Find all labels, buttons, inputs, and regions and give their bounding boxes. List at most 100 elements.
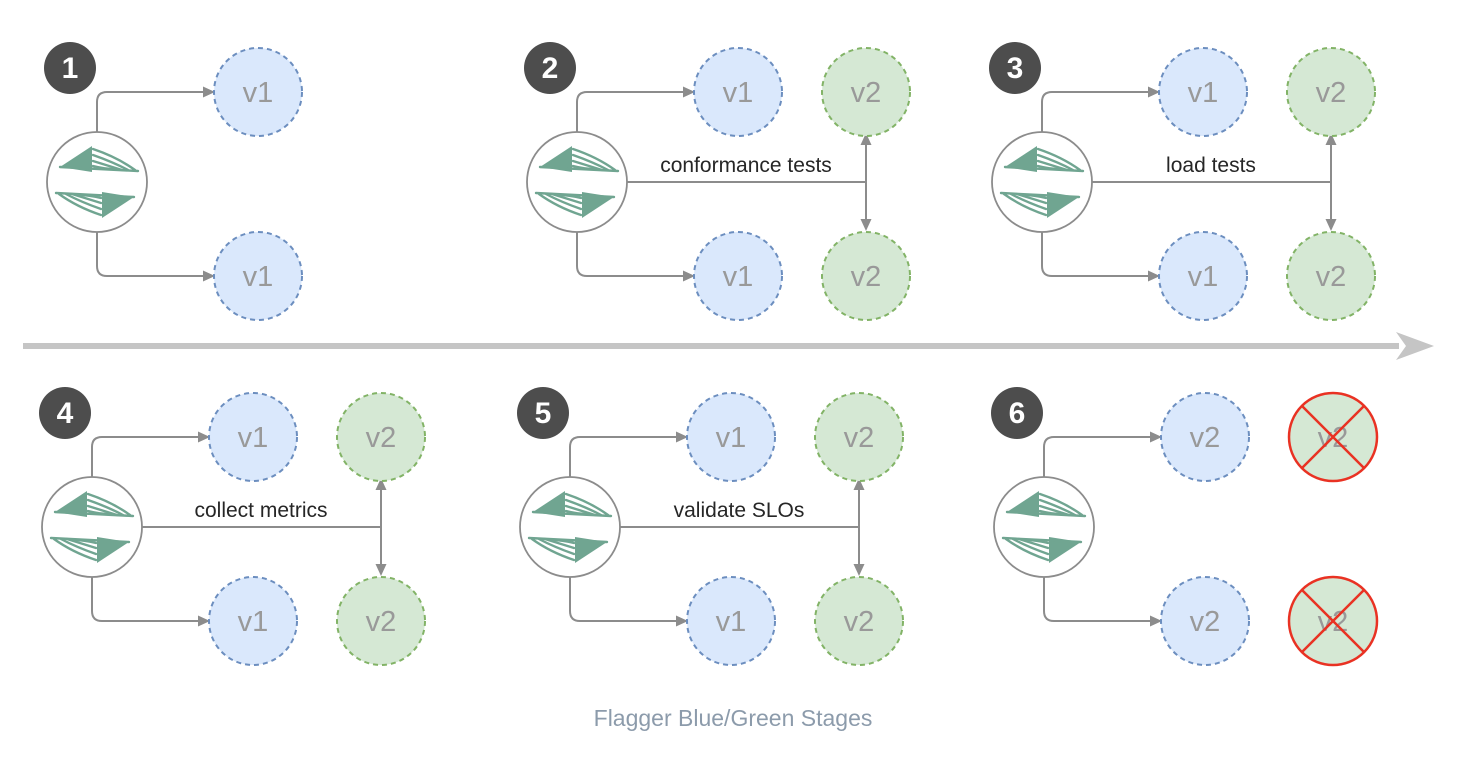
stage-number: 6 [1009,397,1026,430]
node-label: v2 [1190,606,1221,638]
arrowhead-icon [1148,270,1160,282]
node-secondary-bottom: v2 [814,576,904,666]
action-label: collect metrics [194,499,327,522]
test-traffic-arrow [142,478,387,576]
stage-6-panel: 6 v2 v2 v2 v2 [991,387,1379,667]
action-label: conformance tests [660,154,832,177]
arrowhead-icon [1150,615,1162,627]
arrowhead-icon [203,86,215,98]
arrow-to-top-primary [96,91,204,132]
node-label: v1 [238,606,269,638]
arrowhead-icon [676,431,688,443]
flagger-logo-icon [47,132,147,232]
arrow-to-bottom-primary [96,232,204,277]
node-primary-bottom: v1 [208,576,298,666]
flagger-logo-icon [992,132,1092,232]
flagger-logo-icon [42,477,142,577]
arrowhead-icon [1150,431,1162,443]
flagger-logo-icon [994,477,1094,577]
stage-number-badge: 3 [989,42,1041,94]
stage-4-panel: collect metrics 4 v1 v1 v2 v2 [39,387,426,666]
node-secondary-top: v2 [814,392,904,482]
arrow-to-bottom-primary [1043,577,1151,622]
node-secondary-top: v2 [336,392,426,482]
test-traffic-arrow [1092,133,1337,231]
stage-number-badge: 6 [991,387,1043,439]
node-primary-top: v1 [208,392,298,482]
node-label: v2 [851,261,882,293]
node-secondary-bottom: v2 [821,231,911,321]
arrow-to-bottom-primary [1041,232,1149,277]
arrow-to-top-primary [569,436,677,477]
stage-number-badge: 4 [39,387,91,439]
arrow-to-top-primary [1041,91,1149,132]
node-secondary-top-terminated: v2 [1287,391,1379,483]
arrow-to-top-primary [576,91,684,132]
node-primary-bottom: v1 [693,231,783,321]
flagger-logo-icon [527,132,627,232]
node-label: v1 [1188,77,1219,109]
arrowhead-icon [1148,86,1160,98]
arrow-to-bottom-primary [91,577,199,622]
stage-3-panel: load tests 3 v1 v1 v2 v2 [989,42,1376,321]
stage-number: 3 [1007,52,1024,85]
stage-number: 2 [542,52,559,85]
arrow-to-top-primary [91,436,199,477]
arrow-to-bottom-primary [569,577,677,622]
node-label: v2 [1190,422,1221,454]
stage-5-panel: validate SLOs 5 v1 v1 v2 v2 [517,387,904,666]
node-primary-top: v2 [1160,392,1250,482]
node-secondary-top: v2 [1286,47,1376,137]
node-secondary-bottom: v2 [1286,231,1376,321]
stage-number-badge: 5 [517,387,569,439]
timeline-arrowhead-icon [1396,332,1434,360]
node-secondary-top: v2 [821,47,911,137]
arrowhead-icon [203,270,215,282]
arrowhead-icon [683,270,695,282]
node-label: v1 [238,422,269,454]
stage-number-badge: 2 [524,42,576,94]
arrowhead-up-icon [375,478,387,490]
node-primary-bottom: v1 [686,576,776,666]
arrowhead-up-icon [860,133,872,145]
arrowhead-icon [198,431,210,443]
arrow-to-top-primary [1043,436,1151,477]
arrowhead-down-icon [1325,219,1337,231]
flagger-logo-icon [520,477,620,577]
node-label: v2 [366,422,397,454]
action-label: load tests [1166,154,1256,177]
arrowhead-icon [676,615,688,627]
stage-number: 4 [57,397,74,430]
node-primary-top: v1 [686,392,776,482]
stage-number: 5 [535,397,552,430]
terminated-cross-icon [1301,589,1365,653]
node-label: v2 [844,422,875,454]
node-label: v1 [1188,261,1219,293]
terminated-cross-icon [1301,405,1365,469]
test-traffic-arrow [620,478,865,576]
arrowhead-down-icon [375,564,387,576]
node-label: v1 [723,261,754,293]
node-primary-bottom: v2 [1160,576,1250,666]
stage-number: 1 [62,52,79,85]
node-label: v2 [366,606,397,638]
action-label: validate SLOs [674,499,805,522]
node-label: v2 [851,77,882,109]
node-primary-top: v1 [1158,47,1248,137]
node-secondary-bottom: v2 [336,576,426,666]
diagram-caption: Flagger Blue/Green Stages [593,705,873,731]
arrowhead-down-icon [860,219,872,231]
node-label: v1 [723,77,754,109]
arrowhead-up-icon [853,478,865,490]
node-primary-bottom: v1 [1158,231,1248,321]
node-primary-top: v1 [693,47,783,137]
arrowhead-up-icon [1325,133,1337,145]
node-label: v1 [243,77,274,109]
arrow-to-bottom-primary [576,232,684,277]
node-label: v1 [243,261,274,293]
stage-2-panel: conformance tests 2 v1 v1 v2 v2 [524,42,911,321]
node-label: v2 [1316,77,1347,109]
arrowhead-down-icon [853,564,865,576]
stage-number-badge: 1 [44,42,96,94]
stage-1-panel: 1 v1 v1 [44,42,303,321]
